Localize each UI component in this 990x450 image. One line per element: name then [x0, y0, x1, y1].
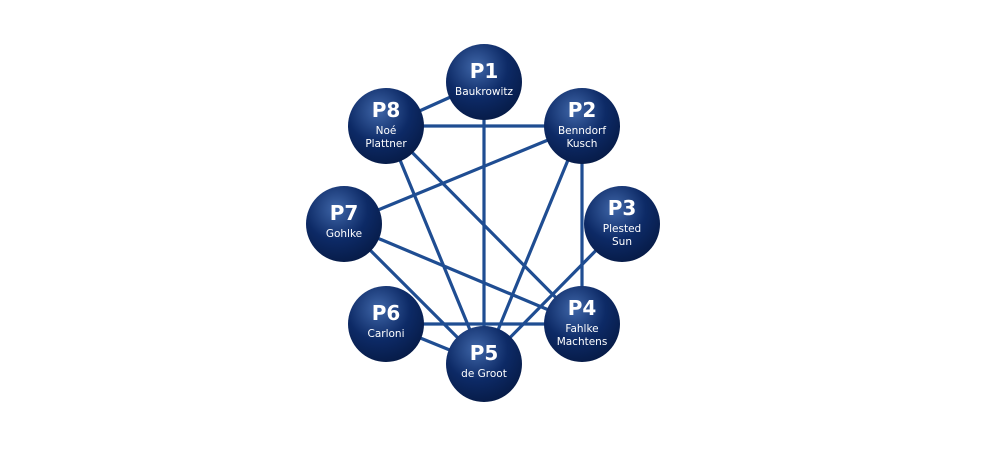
- node-name-label: Carloni: [368, 328, 405, 340]
- node-name-label: Noé: [376, 125, 397, 137]
- node-name-label: Gohlke: [326, 228, 362, 240]
- node-name-label: Machtens: [557, 336, 608, 348]
- node-id-label: P7: [330, 201, 359, 225]
- node-p5: P5 de Groot: [446, 326, 522, 402]
- node-id-label: P4: [568, 296, 597, 320]
- node-name-label: Fahlke: [565, 323, 598, 335]
- node-circle: [446, 44, 522, 120]
- node-id-label: P8: [372, 98, 401, 122]
- edge-p2-p7: [342, 124, 584, 226]
- node-name-label: Benndorf: [558, 125, 606, 137]
- node-name-label: de Groot: [461, 368, 507, 380]
- node-id-label: P1: [470, 59, 499, 83]
- node-id-label: P5: [470, 341, 499, 365]
- node-id-label: P2: [568, 98, 597, 122]
- node-circle: [544, 286, 620, 362]
- nodes-layer: P1BaukrowitzP2BenndorfKuschP3PlestedSunP…: [306, 44, 660, 402]
- edge-p8-p4: [384, 124, 584, 326]
- node-circle: [544, 88, 620, 164]
- node-circle: [306, 186, 382, 262]
- node-name-label: Plattner: [365, 138, 407, 150]
- node-circle: [348, 286, 424, 362]
- node-name-label: Baukrowitz: [455, 86, 514, 98]
- node-name-label: Sun: [612, 236, 632, 248]
- node-name-label: Kusch: [567, 138, 598, 150]
- edge-p7-p4: [342, 222, 584, 326]
- node-id-label: P6: [372, 301, 401, 325]
- node-circle: [348, 88, 424, 164]
- node-circle: [446, 326, 522, 402]
- node-circle: [584, 186, 660, 262]
- node-id-label: P3: [608, 196, 637, 220]
- node-name-label: Plested: [603, 223, 641, 235]
